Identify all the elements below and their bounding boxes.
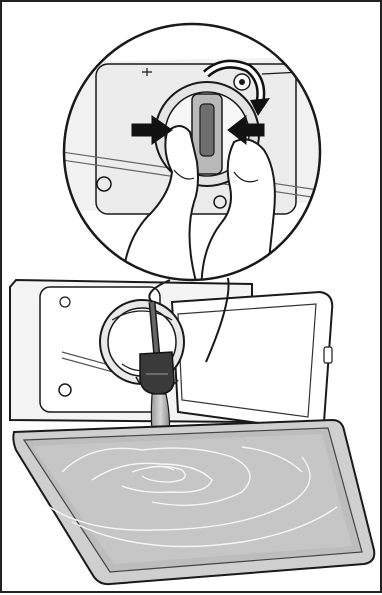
service-flap xyxy=(172,292,332,430)
magnified-detail xyxy=(62,24,332,302)
drain-tray xyxy=(13,420,374,584)
